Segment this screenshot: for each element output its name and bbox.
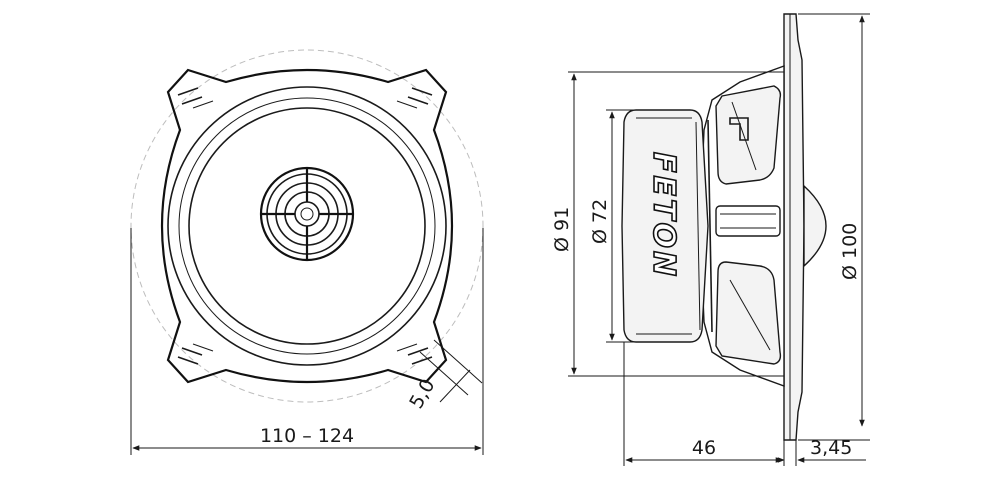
front-view: 110 – 124 5,0 xyxy=(130,49,484,455)
width-dimension: 110 – 124 xyxy=(130,228,484,455)
depth-dimension-label: 46 xyxy=(692,437,716,459)
front-flange xyxy=(783,13,805,441)
flange-thickness-dimension: 3,45 xyxy=(770,437,866,466)
brand-label: FETON xyxy=(646,152,681,279)
basket-window-lower xyxy=(715,261,782,365)
basket-center-rib xyxy=(715,205,781,237)
magnet-inner-diameter-dimension: Ø 72 xyxy=(589,109,636,343)
side-view: FETON Ø 100 Ø 91 Ø 72 46 xyxy=(551,13,870,466)
magnet-outer-diameter-label: Ø 91 xyxy=(551,207,573,252)
depth-dimension: 46 xyxy=(623,342,785,466)
dust-cap xyxy=(803,184,827,268)
surround-ring xyxy=(178,97,436,355)
flange-thickness-label: 3,45 xyxy=(810,437,852,459)
mounting-cutout-circle xyxy=(130,49,484,403)
basket-frame-outline xyxy=(160,68,454,384)
outer-diameter-label: Ø 100 xyxy=(839,223,861,280)
magnet-assembly xyxy=(621,109,709,343)
outer-diameter-dimension: Ø 100 xyxy=(798,13,870,441)
basket-inner-ring xyxy=(167,86,447,366)
magnet-inner-diameter-label: Ø 72 xyxy=(589,199,611,244)
cone-ring xyxy=(188,107,426,345)
magnet-outer-diameter-dimension: Ø 91 xyxy=(551,71,784,377)
width-dimension-label: 110 – 124 xyxy=(260,425,354,447)
slot-dimension-label: 5,0 xyxy=(405,375,439,412)
center-tweeter-grille xyxy=(259,166,355,262)
mounting-slots xyxy=(177,87,433,365)
